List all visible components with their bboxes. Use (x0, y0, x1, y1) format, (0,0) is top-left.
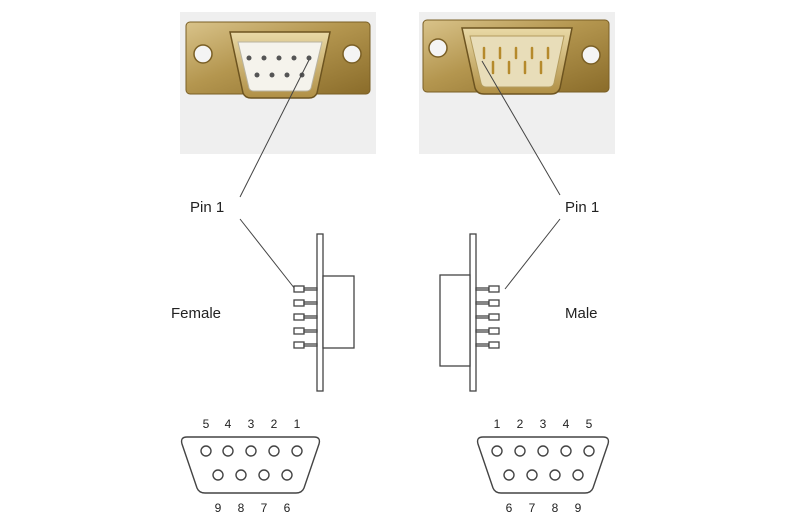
female-pin-number: 6 (284, 501, 291, 515)
female-mount-hole-left (193, 44, 213, 64)
female-connector-photo (180, 12, 376, 154)
male-mount-hole-right (581, 45, 601, 65)
female-side-leader (239, 218, 296, 290)
male-label: Male (565, 305, 598, 322)
female-pin-number: 7 (261, 501, 268, 515)
female-pin-number: 9 (215, 501, 222, 515)
male-pin-number: 2 (517, 417, 524, 431)
male-mount-hole-left (428, 38, 448, 58)
male-pin-number: 4 (563, 417, 570, 431)
male-pin1-label: Pin 1 (565, 199, 599, 216)
male-side-flange (469, 233, 477, 392)
male-pin-number: 7 (529, 501, 536, 515)
female-pin-number: 2 (271, 417, 278, 431)
male-insulator (469, 35, 565, 88)
male-pin-number: 5 (586, 417, 593, 431)
male-front-pinout: 1 2 3 4 5 6 7 8 9 (476, 417, 610, 515)
female-pin-holes (200, 445, 303, 481)
female-insulator (237, 41, 323, 92)
male-pin-number: 8 (552, 501, 559, 515)
female-side-view (293, 233, 355, 392)
female-photo-leader (239, 59, 310, 198)
male-side-leader (504, 218, 561, 290)
female-pin-number: 1 (294, 417, 301, 431)
male-side-view (439, 233, 500, 392)
female-side-pins (293, 285, 318, 349)
male-pin-number: 1 (494, 417, 501, 431)
male-side-pins (475, 285, 500, 349)
male-connector-photo (419, 12, 615, 154)
female-front-pinout: 5 4 3 2 1 9 8 7 6 (180, 417, 321, 515)
male-pins (491, 445, 595, 481)
male-pin-number: 9 (575, 501, 582, 515)
female-pin-number: 5 (203, 417, 210, 431)
female-pin-number: 4 (225, 417, 232, 431)
female-label: Female (171, 305, 221, 322)
female-pin-number: 8 (238, 501, 245, 515)
female-mount-hole-right (342, 44, 362, 64)
male-gold-pins (482, 46, 550, 75)
female-pin-number: 3 (248, 417, 255, 431)
female-socket-holes (246, 55, 312, 78)
female-pin1-label: Pin 1 (190, 199, 224, 216)
male-pin-number: 3 (540, 417, 547, 431)
female-side-shell (322, 275, 355, 349)
male-side-shell (439, 274, 471, 367)
female-side-flange (316, 233, 324, 392)
male-photo-leader (481, 60, 561, 196)
pin1-leader-lines (239, 59, 561, 290)
male-pin-number: 6 (506, 501, 513, 515)
